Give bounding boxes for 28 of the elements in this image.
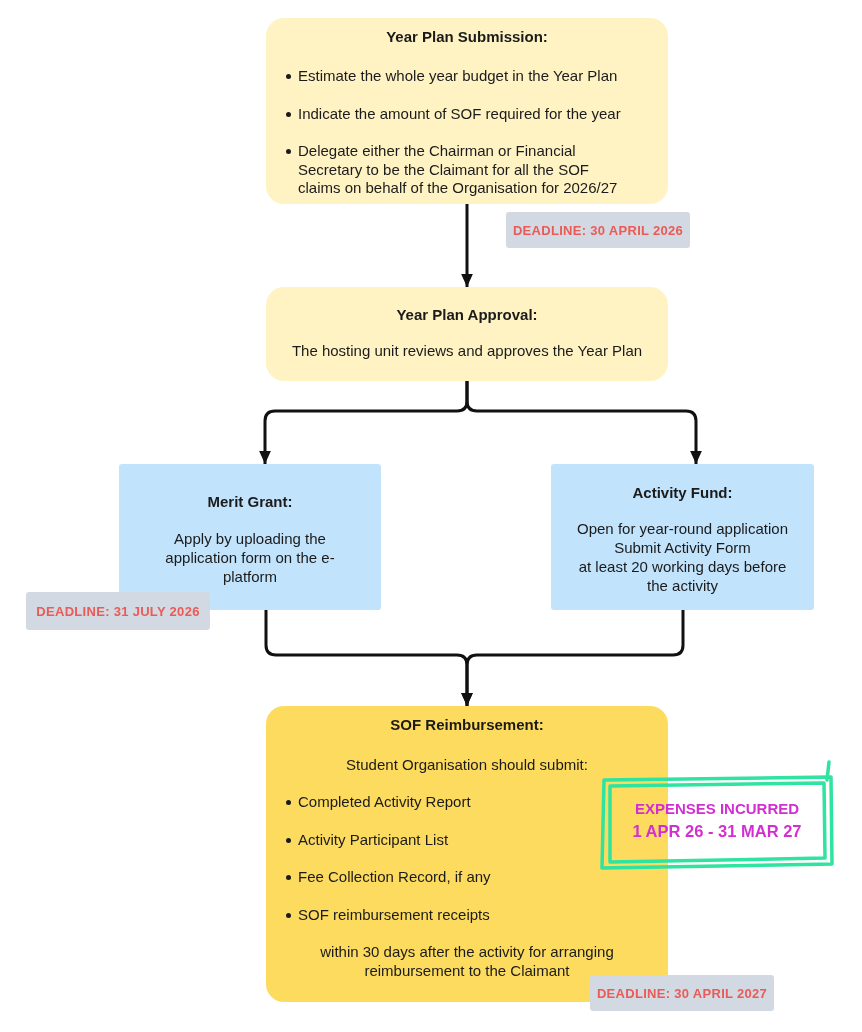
deadline-stamp: DEADLINE: 30 APRIL 2027: [590, 975, 774, 1011]
process-box: [266, 18, 668, 204]
list-item-text: Estimate the whole year budget in the Year Plan: [298, 67, 618, 86]
box-heading: Year Plan Approval:: [395, 306, 539, 324]
box-text: Apply by uploading the application form on the e-platform: [164, 529, 336, 586]
box-heading: SOF Reimbursement:: [389, 716, 545, 734]
list-item-text: Completed Activity Report: [298, 793, 471, 812]
process-box: [551, 464, 814, 610]
box-heading: Year Plan Submission:: [385, 28, 549, 46]
list-item-text: Activity Participant List: [298, 830, 449, 849]
arrow: [465, 381, 702, 464]
box-text: at least 20 working days before the activity: [577, 557, 788, 595]
callout-box: [598, 758, 836, 872]
box-text: Student Organisation should submit:: [345, 755, 589, 774]
list-item-text: Indicate the amount of SOF required for the year: [298, 104, 621, 123]
process-box: [266, 287, 668, 381]
arrow: [461, 204, 473, 287]
box-text: Submit Activity Form: [613, 538, 752, 557]
box-heading: Merit Grant:: [206, 493, 294, 511]
deadline-stamp: DEADLINE: 30 APRIL 2026: [506, 212, 690, 248]
box-text: Open for year-round application: [576, 519, 789, 538]
deadline-stamp: DEADLINE: 31 JULY 2026: [26, 592, 210, 630]
arrow: [461, 610, 685, 706]
list-item-text: SOF reimbursement receipts: [298, 905, 490, 924]
box-text: The hosting unit reviews and approves the Year Plan: [290, 341, 644, 360]
list-item-text: Delegate either the Chairman or Financial Secretary to be the Claimant for all the SOF claims on behalf of the Organisation for 2026/27: [298, 142, 619, 198]
list-item-text: Fee Collection Record, if any: [298, 868, 491, 887]
box-heading: Activity Fund:: [631, 484, 734, 502]
